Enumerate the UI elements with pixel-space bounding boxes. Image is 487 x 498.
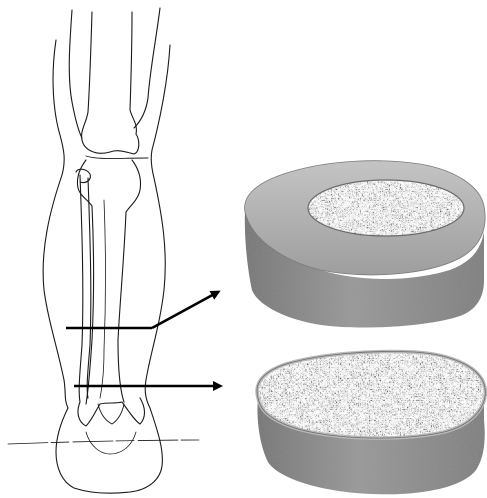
tibia-inner-line: [100, 200, 106, 398]
leg-outline-icon: [8, 8, 200, 493]
fibula-left-edge: [79, 175, 83, 402]
thigh-right-contour: [134, 8, 160, 128]
foot-outline: [56, 408, 162, 493]
trabecular-bone-section-icon: [257, 352, 485, 495]
calf-left-contour: [43, 175, 68, 408]
arrow-right-icon: [152, 292, 218, 328]
femur-right: [130, 12, 136, 134]
tibia-right-edge: [118, 212, 126, 402]
femur-left: [82, 12, 92, 140]
knee-joint-line: [86, 156, 148, 159]
knee-femur-condyles: [82, 134, 139, 154]
knee-outer-right: [151, 45, 170, 178]
ground-line: [8, 440, 200, 444]
thigh-left-contour: [69, 10, 82, 138]
cortical-bone-section-icon: [245, 161, 486, 328]
heel-inner: [86, 432, 136, 454]
knee-outer-left: [53, 40, 64, 175]
calf-right-contour: [145, 178, 165, 408]
ankle-inner: [98, 404, 124, 424]
tibia-head: [77, 160, 140, 212]
ankle-malleoli: [78, 398, 145, 426]
